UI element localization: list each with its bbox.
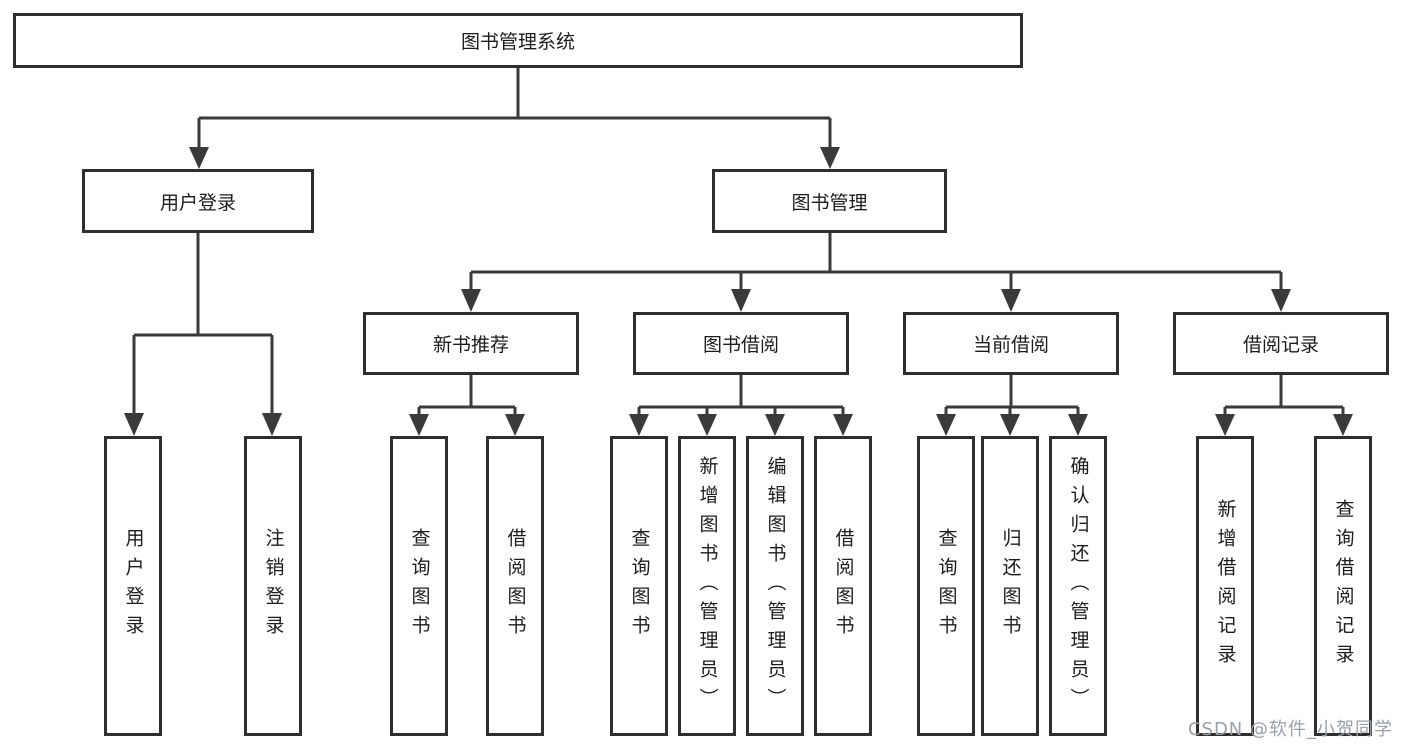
arrow-head xyxy=(461,289,481,312)
connector-line xyxy=(637,375,845,415)
leaf-add-book-admin: 新增图书（管理员） xyxy=(678,436,736,736)
arrow-head xyxy=(629,414,649,436)
connector-line xyxy=(132,233,274,414)
leaf-label: 查询图书 xyxy=(408,528,431,644)
arrow-head xyxy=(262,413,282,436)
leaf-label: 借阅图书 xyxy=(504,528,527,644)
arrow-head xyxy=(765,414,785,436)
leaf-query-book-current: 查询图书 xyxy=(917,436,975,736)
node-root-label: 图书管理系统 xyxy=(460,31,575,53)
leaf-return-book: 归还图书 xyxy=(981,436,1039,736)
node-label: 用户登录 xyxy=(159,191,236,214)
connector-line xyxy=(944,375,1080,415)
arrow-head xyxy=(820,147,840,169)
arrow-head xyxy=(697,414,717,436)
connector-bookmgmt-to-level3 xyxy=(461,233,1291,312)
leaf-logout: 注销登录 xyxy=(244,436,302,736)
arrow-head xyxy=(124,413,144,436)
leaf-label: 新增图书（管理员） xyxy=(696,455,719,717)
connector-userlogin-to-leaves xyxy=(124,233,282,436)
node-new-book-recommend: 新书推荐 xyxy=(363,312,579,375)
leaf-add-borrow-record: 新增借阅记录 xyxy=(1196,436,1254,736)
arrow-head xyxy=(505,414,525,436)
leaf-label: 编辑图书（管理员） xyxy=(764,455,787,717)
node-book-management: 图书管理 xyxy=(712,169,947,233)
connector-borrowrecord-to-leaves xyxy=(1215,375,1353,436)
node-root: 图书管理系统 xyxy=(13,13,1023,68)
csdn-watermark: CSDN @软件_小贺同学 xyxy=(1187,719,1393,740)
arrow-head xyxy=(1333,414,1353,436)
node-user-login: 用户登录 xyxy=(82,169,314,233)
connector-root-to-level2 xyxy=(189,68,840,169)
leaf-user-login: 用户登录 xyxy=(104,436,162,736)
leaf-label: 借阅图书 xyxy=(832,528,855,644)
leaf-label: 用户登录 xyxy=(122,528,145,644)
connector-line xyxy=(197,68,832,148)
node-label: 当前借阅 xyxy=(972,334,1049,356)
node-label: 图书借阅 xyxy=(702,334,779,356)
leaf-query-book-recommend: 查询图书 xyxy=(390,436,448,736)
leaf-label: 查询图书 xyxy=(935,528,958,644)
arrow-head xyxy=(189,147,209,169)
node-label: 借阅记录 xyxy=(1242,334,1319,356)
connector-newbook-to-leaves xyxy=(409,375,525,436)
connector-line xyxy=(417,375,517,415)
leaf-confirm-return-admin: 确认归还（管理员） xyxy=(1049,436,1107,736)
node-borrow-record: 借阅记录 xyxy=(1173,312,1389,375)
leaf-query-borrow-record: 查询借阅记录 xyxy=(1314,436,1372,736)
arrow-head xyxy=(1000,414,1020,436)
leaf-edit-book-admin: 编辑图书（管理员） xyxy=(746,436,804,736)
leaf-label: 确认归还（管理员） xyxy=(1067,455,1090,717)
node-current-borrow: 当前借阅 xyxy=(903,312,1119,375)
leaf-label: 新增借阅记录 xyxy=(1214,499,1237,673)
node-label: 图书管理 xyxy=(791,191,868,214)
connector-line xyxy=(469,233,1283,290)
leaf-borrow-book-recommend: 借阅图书 xyxy=(486,436,544,736)
leaf-label: 查询图书 xyxy=(628,528,651,644)
connector-line xyxy=(1223,375,1345,415)
leaf-borrow-book: 借阅图书 xyxy=(814,436,872,736)
arrow-head xyxy=(731,289,751,312)
node-label: 新书推荐 xyxy=(432,334,509,356)
connector-currentborrow-to-leaves xyxy=(936,375,1088,436)
arrow-head xyxy=(1271,289,1291,312)
arrow-head xyxy=(833,414,853,436)
leaf-label: 查询借阅记录 xyxy=(1332,499,1355,673)
leaf-label: 注销登录 xyxy=(262,528,285,644)
connector-bookborrow-to-leaves xyxy=(629,375,853,436)
leaf-query-book-borrow: 查询图书 xyxy=(610,436,668,736)
arrow-head xyxy=(1215,414,1235,436)
leaf-label: 归还图书 xyxy=(999,528,1022,644)
node-book-borrow: 图书借阅 xyxy=(633,312,849,375)
arrow-head xyxy=(1068,414,1088,436)
arrow-head xyxy=(1001,289,1021,312)
arrow-head xyxy=(409,414,429,436)
arrow-head xyxy=(936,414,956,436)
